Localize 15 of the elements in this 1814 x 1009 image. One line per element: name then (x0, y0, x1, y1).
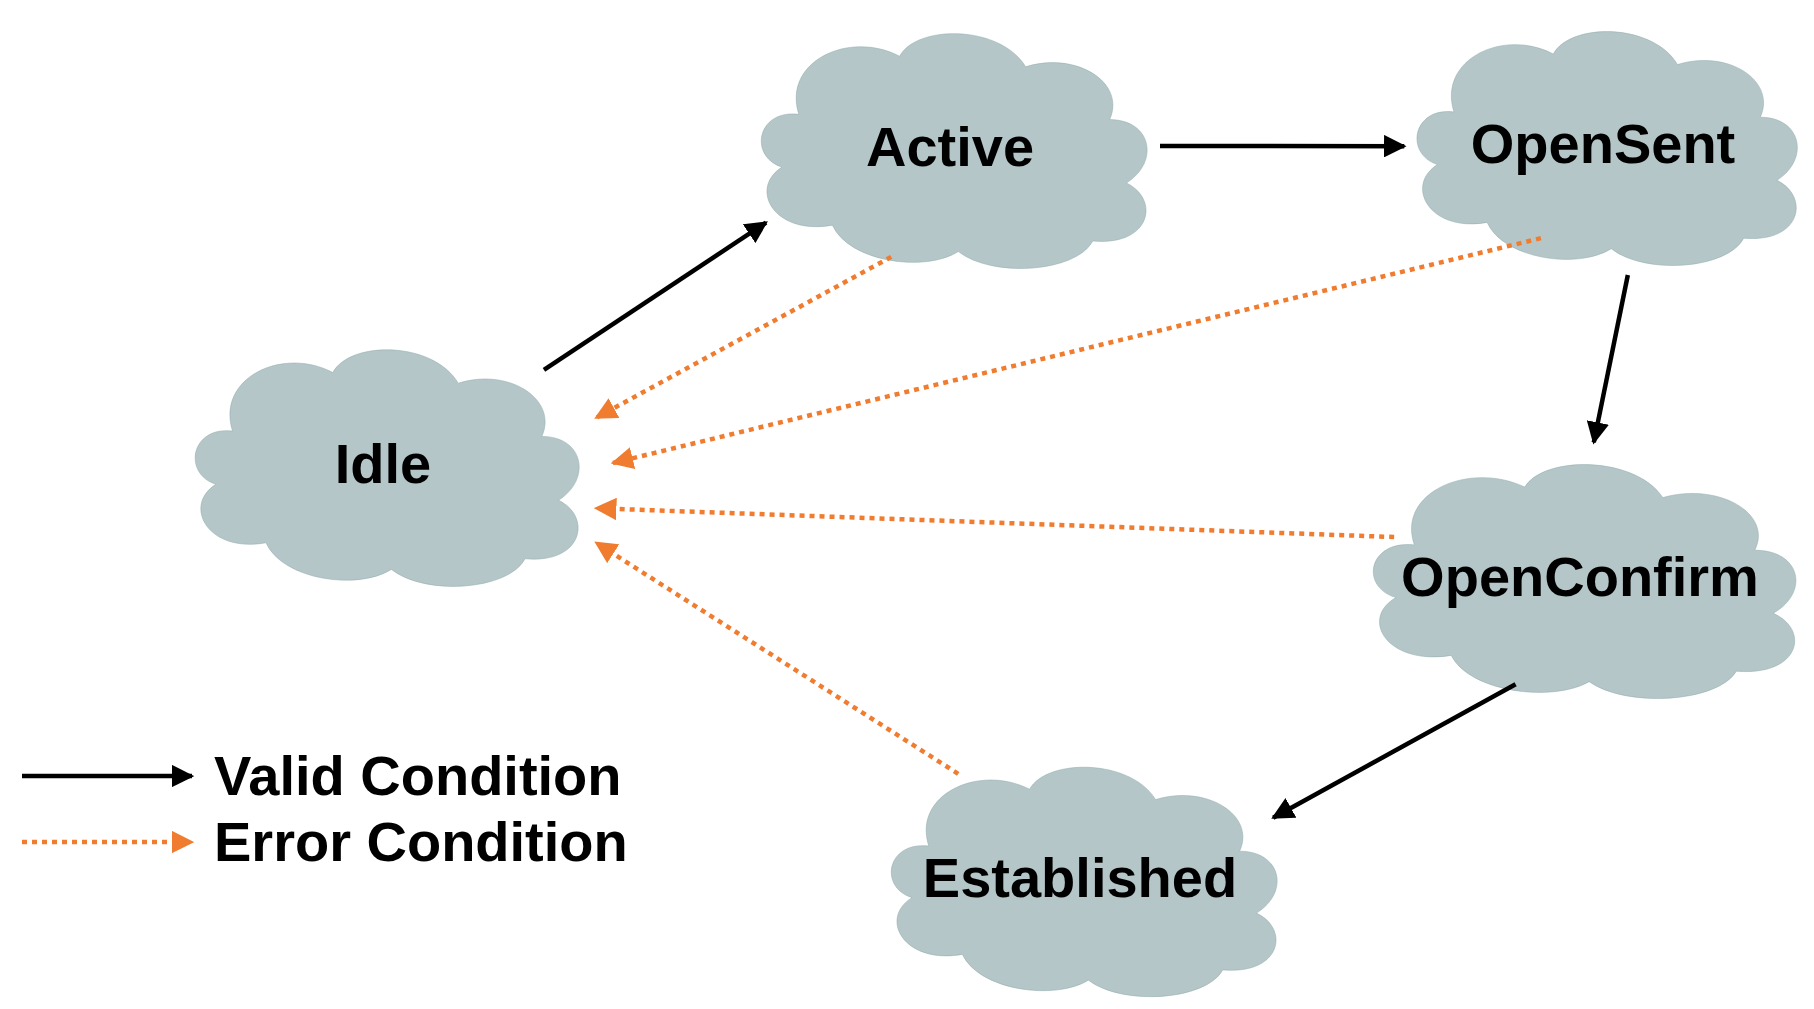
dotted-arrow (610, 236, 1542, 470)
state-label: Idle (334, 430, 432, 496)
legend-label: Valid Condition (214, 745, 622, 807)
arrow (542, 220, 768, 372)
state-label: OpenConfirm (1401, 544, 1759, 609)
arrow (1586, 274, 1631, 445)
dotted-arrow (594, 254, 893, 420)
dotted-arrow (594, 540, 960, 776)
state-label: Active (865, 113, 1035, 179)
arrow (1160, 134, 1407, 158)
arrow (1271, 682, 1517, 820)
state-label: OpenSent (1470, 111, 1736, 176)
state-label: Established (922, 844, 1238, 910)
dotted-arrow (593, 497, 1395, 540)
legend-label: Error Condition (214, 811, 628, 873)
